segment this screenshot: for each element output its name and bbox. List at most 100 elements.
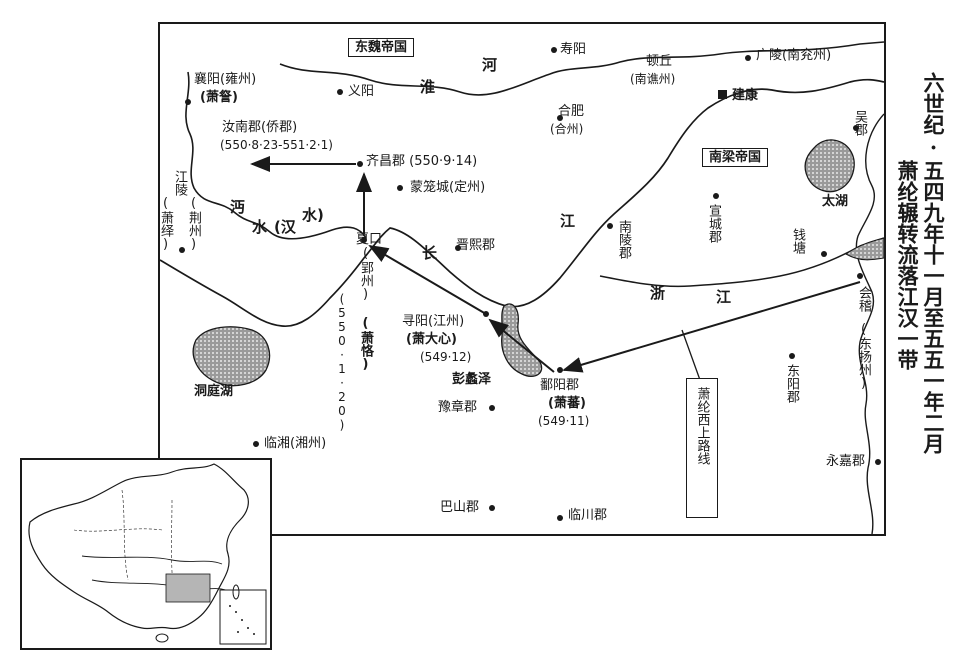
lake-poyang-label: 彭蠡泽 bbox=[452, 372, 492, 387]
inset-canvas bbox=[28, 463, 267, 645]
dot-yongjia bbox=[875, 459, 881, 465]
dongting-lake-shape bbox=[192, 326, 271, 387]
region-south-liang: 南梁帝国 bbox=[702, 148, 769, 167]
river-huai-1: 淮 bbox=[420, 78, 436, 96]
place-jiangling-sub: (荆州) bbox=[186, 196, 201, 252]
han-river-line bbox=[185, 71, 367, 240]
dot-xunyang bbox=[483, 311, 489, 317]
dot-kuaiji bbox=[857, 273, 863, 279]
place-hefei: 合肥 bbox=[558, 104, 585, 119]
zhe-river-line bbox=[599, 237, 884, 288]
place-shouyang: 寿阳 bbox=[560, 42, 587, 57]
river-yangtze-1: 长 bbox=[422, 244, 438, 262]
place-yongjia: 永嘉郡 bbox=[826, 454, 866, 469]
dot-linxiang bbox=[253, 441, 259, 447]
route-arrow-poyang-xunyang bbox=[488, 318, 555, 373]
poyang-lake-shape bbox=[501, 303, 543, 377]
route-note-pointer bbox=[681, 329, 701, 381]
lake-dongting-label: 洞庭湖 bbox=[194, 384, 234, 399]
taihu-lake-shape bbox=[804, 139, 855, 193]
place-jiangling: 江陵 bbox=[172, 170, 187, 196]
dot-jiankang bbox=[718, 90, 727, 99]
dot-xiangyang bbox=[185, 99, 191, 105]
dot-poyangjun bbox=[557, 367, 563, 373]
main-map: 东魏帝国 南梁帝国 淮 河 沔 水 (汉 水) 长 江 浙 江 洞庭湖 彭蠡泽 … bbox=[158, 22, 886, 536]
place-xiakou: 夏口 bbox=[356, 232, 383, 247]
coastline bbox=[855, 113, 884, 534]
dot-jinxi bbox=[455, 245, 461, 251]
place-xiakou-date: (550·1·20) bbox=[335, 292, 349, 432]
place-yiyang: 义阳 bbox=[348, 84, 375, 99]
place-menglong: 蒙笼城(定州) bbox=[410, 180, 486, 195]
place-xunyang-ruler: (萧大心) bbox=[406, 332, 457, 347]
place-qiantang: 钱塘 bbox=[790, 228, 805, 254]
place-dongyang: 东阳郡 bbox=[784, 364, 799, 403]
place-xiangyang-ruler: (萧詧) bbox=[200, 90, 238, 105]
place-xiakou-sub: (郢州) bbox=[358, 246, 373, 302]
inset-highlight-region bbox=[165, 573, 211, 603]
dot-wujun bbox=[853, 125, 859, 131]
title-line-2: 萧纶辗转流落江汉一带 bbox=[895, 160, 920, 370]
title-line-1: 六世纪·五四九年十一月至五五一年二月 bbox=[921, 72, 946, 454]
place-nanling: 南陵郡 bbox=[616, 220, 631, 259]
dot-jiangling bbox=[179, 247, 185, 253]
inset-map bbox=[20, 458, 272, 650]
place-bashan: 巴山郡 bbox=[440, 500, 480, 515]
place-xunyang-date: (549·12) bbox=[420, 350, 472, 364]
dot-xuancheng bbox=[713, 193, 719, 199]
place-poyangjun-ruler: (萧蕃) bbox=[548, 396, 586, 411]
place-qichang: 齐昌郡 (550·9·14) bbox=[366, 154, 478, 169]
dot-yiyang bbox=[337, 89, 343, 95]
river-mian-3: (汉 bbox=[274, 218, 296, 236]
river-mian-2: 水 bbox=[252, 218, 268, 236]
dot-qichang bbox=[357, 161, 363, 167]
river-zhe-1: 浙 bbox=[650, 284, 666, 302]
dot-shouyang bbox=[551, 47, 557, 53]
taiwan-island bbox=[232, 584, 240, 600]
river-zhe-2: 江 bbox=[716, 288, 732, 306]
place-xuancheng: 宣城郡 bbox=[706, 204, 721, 243]
hainan-island bbox=[155, 633, 169, 643]
place-linxiang: 临湘(湘州) bbox=[264, 436, 327, 451]
dot-guangling bbox=[745, 55, 751, 61]
place-wujun: 吴郡 bbox=[852, 110, 867, 136]
lake-taihu-label: 太湖 bbox=[822, 194, 849, 209]
place-runan: 汝南郡(侨郡) bbox=[222, 120, 298, 135]
place-runan-date: (550·8·23-551·2·1) bbox=[220, 138, 333, 152]
river-mian-4: 水) bbox=[302, 206, 324, 224]
place-xiakou-ruler: (萧恪) bbox=[358, 316, 373, 372]
place-poyangjun: 鄱阳郡 bbox=[540, 378, 580, 393]
yangtze-river-line bbox=[160, 78, 884, 327]
place-dunqiu: 顿丘 bbox=[646, 54, 673, 69]
place-kuaiji-sub: (东扬州) bbox=[856, 322, 871, 391]
region-east-wei: 东魏帝国 bbox=[348, 38, 415, 57]
place-linchuan: 临川郡 bbox=[568, 508, 608, 523]
place-kuaiji: 会稽 bbox=[856, 286, 871, 312]
dot-hefei bbox=[557, 115, 563, 121]
dot-qiantang bbox=[821, 251, 827, 257]
south-sea-islands bbox=[229, 605, 255, 635]
place-xiangyang: 襄阳(雍州) bbox=[194, 72, 257, 87]
place-jiankang: 建康 bbox=[732, 88, 759, 103]
huai-river-line bbox=[279, 41, 884, 96]
route-note-text: 萧纶西上路线 bbox=[694, 387, 710, 465]
dot-xiakou bbox=[361, 237, 367, 243]
dot-menglong bbox=[397, 185, 403, 191]
south-sea-box bbox=[219, 589, 267, 645]
inset-provinces bbox=[73, 489, 175, 601]
dot-linchuan bbox=[557, 515, 563, 521]
dot-nanling bbox=[607, 223, 613, 229]
place-yuzhang: 豫章郡 bbox=[438, 400, 478, 415]
river-mian-1: 沔 bbox=[230, 198, 246, 216]
place-guangling: 广陵(南兖州) bbox=[756, 48, 832, 63]
route-arrow-xunyang-xiakou bbox=[368, 244, 487, 315]
route-note-box: 萧纶西上路线 bbox=[686, 378, 718, 518]
river-yangtze-2: 江 bbox=[560, 212, 576, 230]
qiantang-bay-shape bbox=[844, 237, 884, 261]
river-huai-2: 河 bbox=[482, 56, 498, 74]
place-hefei-sub: (合州) bbox=[550, 122, 584, 136]
place-jiangling-ruler: (萧绎) bbox=[158, 196, 173, 252]
dot-yuzhang bbox=[489, 405, 495, 411]
dot-dongyang bbox=[789, 353, 795, 359]
place-dunqiu-sub: (南谯州) bbox=[630, 72, 676, 86]
